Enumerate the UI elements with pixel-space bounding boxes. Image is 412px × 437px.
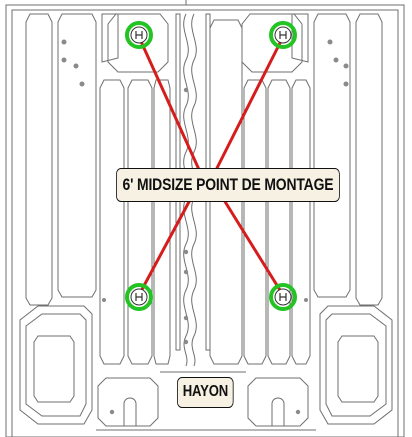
- mount-points-label: 6' MIDSIZE POINT DE MONTAGE: [116, 168, 340, 202]
- rivet-dot: [183, 269, 189, 275]
- mount-ring: [125, 283, 153, 311]
- right-mid-rib-c: [291, 79, 311, 365]
- left-wheel-well-inner: [25, 313, 87, 417]
- rivet-dot: [343, 81, 349, 87]
- rivet-dot: [109, 409, 115, 415]
- right-rib-inner: [313, 13, 351, 298]
- left-mid-rib-b: [127, 79, 153, 365]
- left-wheel-well-core: [33, 335, 75, 403]
- right-mid-rib-b: [267, 79, 291, 365]
- rivet-dot: [61, 57, 67, 63]
- connector-rear-left: [137, 198, 192, 297]
- mount-bolt: [135, 31, 143, 39]
- left-rib-top-small: [101, 13, 119, 63]
- center-left-rail: [175, 13, 181, 351]
- rivet-dot: [102, 298, 106, 302]
- left-rib-inner: [57, 13, 97, 298]
- mount-bolt: [279, 293, 287, 301]
- rivet-dot: [183, 315, 189, 321]
- rivet-dot: [79, 81, 85, 87]
- mount-ring: [269, 283, 297, 311]
- mount-point-markers: [125, 21, 297, 311]
- connector-front-right: [212, 35, 285, 176]
- rivet-dot: [73, 63, 79, 69]
- left-wheel-well: [19, 305, 93, 425]
- rivet-dot: [295, 409, 301, 415]
- mount-point-front-left: [125, 21, 153, 49]
- rivet-dot: [183, 249, 189, 255]
- rear-left-pad: [97, 377, 159, 427]
- mount-point-front-right: [269, 21, 297, 49]
- rivet-dot: [343, 63, 349, 69]
- mount-ring: [269, 21, 297, 49]
- mount-point-rear-left: [125, 283, 153, 311]
- right-rib-outer: [355, 13, 383, 306]
- mount-connector-lines: [137, 35, 285, 297]
- left-mid-rib-c: [153, 79, 171, 365]
- rear-left-pad-notch: [123, 397, 137, 427]
- tailgate-label: HAYON: [177, 377, 234, 408]
- right-wheel-well: [319, 305, 393, 425]
- rivet-dot: [327, 39, 333, 45]
- right-mid-rib-a: [243, 79, 267, 365]
- rivet-dot: [183, 87, 189, 93]
- rivet-dot: [333, 57, 339, 63]
- mount-ring: [125, 21, 153, 49]
- rear-right-pad: [247, 377, 309, 427]
- mount-bolt: [135, 293, 143, 301]
- rivet-dot: [183, 339, 189, 345]
- right-wheel-well-core: [337, 335, 379, 403]
- left-mid-rib-a: [99, 79, 125, 365]
- center-right-rib: [209, 19, 243, 365]
- rivet-dots: [61, 39, 349, 415]
- mount-bolt: [279, 31, 287, 39]
- front-left-pad: [107, 13, 169, 73]
- left-rib-outer: [25, 13, 53, 306]
- bed-inner-wall: [11, 9, 399, 437]
- bed-outer-wall: [5, 4, 405, 437]
- rivet-dot: [61, 39, 67, 45]
- connector-front-left: [137, 35, 203, 176]
- right-wheel-well-inner: [325, 313, 387, 417]
- mount-point-rear-right: [269, 283, 297, 311]
- rear-right-pad-notch: [271, 397, 285, 427]
- rivet-dot: [304, 298, 308, 302]
- connector-rear-right: [222, 198, 285, 297]
